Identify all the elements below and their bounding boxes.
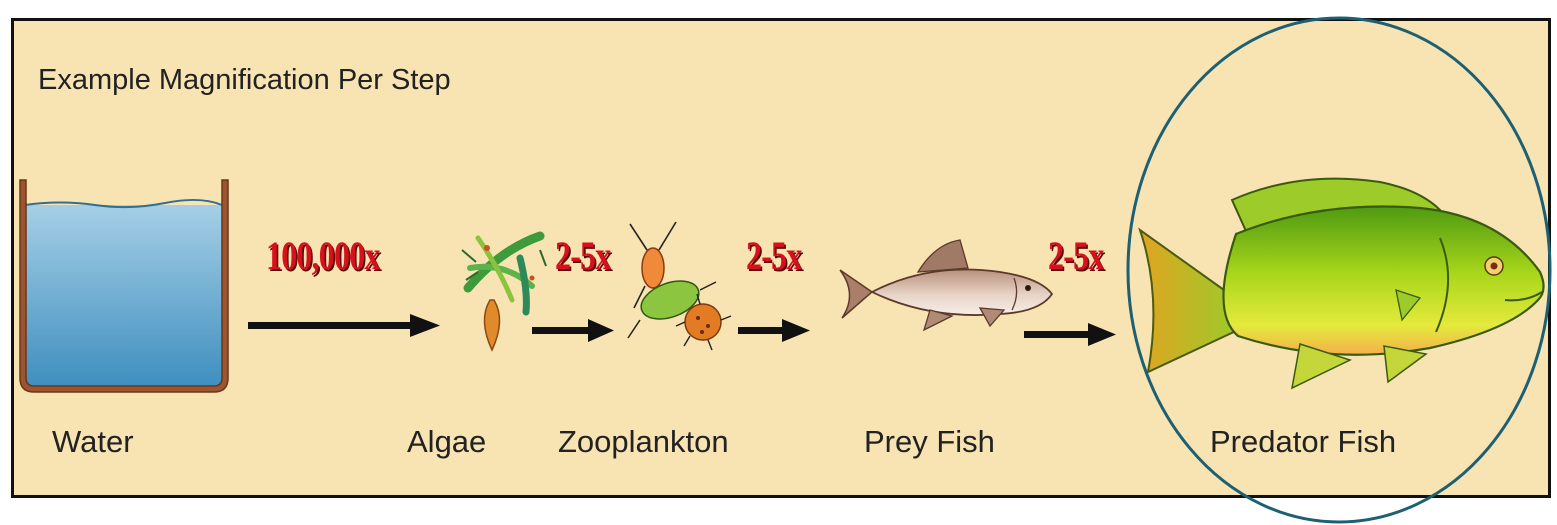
zooplankton-icon [628, 222, 731, 350]
prey-fish-icon [840, 240, 1052, 330]
water-container-icon [20, 180, 228, 392]
arrow-zooplankton-to-prey [738, 319, 810, 342]
factor-water-to-algae: 100,000x [266, 232, 380, 279]
stage-label-water: Water [52, 424, 134, 460]
stage-label-zooplankton: Zooplankton [558, 424, 729, 460]
factor-algae-to-zooplankton: 2-5x [555, 232, 610, 279]
stage-label-algae: Algae [407, 424, 486, 460]
stage-label-prey-fish: Prey Fish [864, 424, 995, 460]
factor-prey-to-predator: 2-5x [1048, 232, 1103, 279]
arrow-prey-to-predator [1024, 323, 1116, 346]
factor-zooplankton-to-prey: 2-5x [746, 232, 801, 279]
predator-fish-icon [1140, 179, 1544, 388]
arrow-algae-to-zooplankton [532, 319, 614, 342]
arrow-water-to-algae [248, 314, 440, 337]
stage-label-predator-fish: Predator Fish [1210, 424, 1396, 460]
